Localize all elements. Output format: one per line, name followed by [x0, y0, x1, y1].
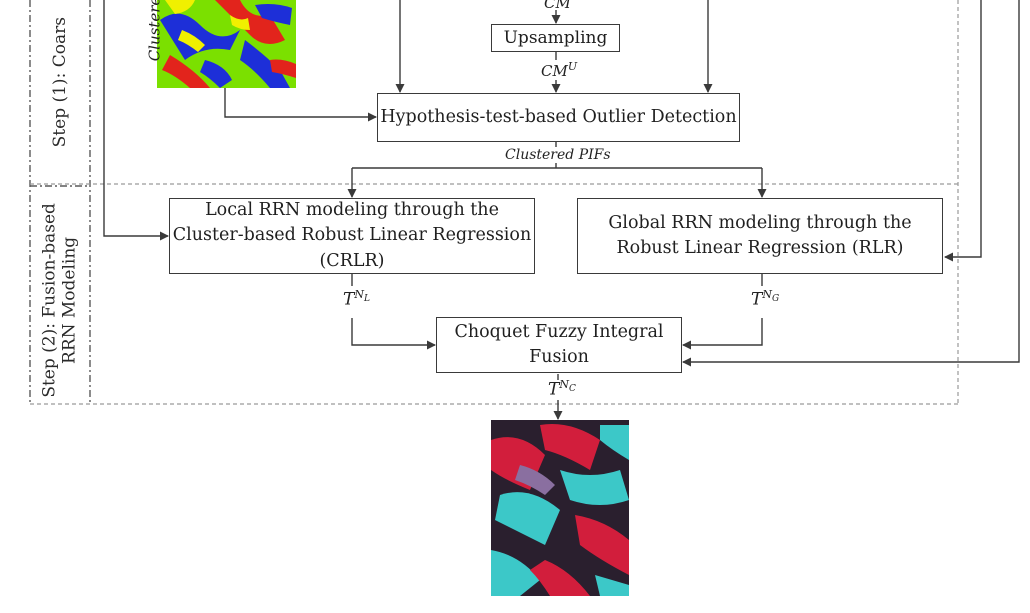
step-2-line2: RRN Modeling	[60, 236, 80, 364]
step-1-label: Step (1): Coars	[49, 17, 70, 148]
step-2-label: Step (2): Fusion-based RRN Modeling	[40, 180, 81, 420]
local-rrn-line2: Cluster-based Robust Linear Regression (…	[172, 225, 532, 271]
normalized-output-image	[491, 420, 629, 596]
global-rrn-line2: Robust Linear Regression (RLR)	[616, 238, 904, 258]
upsampling-box: Upsampling	[491, 24, 620, 52]
clustered-image-label: Clustere	[145, 0, 164, 62]
cmu-label: CMU	[541, 60, 578, 80]
global-rrn-line1: Global RRN modeling through the	[608, 212, 912, 233]
clustered-pifs-label: Clustered PIFs	[503, 147, 613, 163]
local-rrn-line1: Local RRN modeling through the	[205, 199, 499, 220]
clustered-map-image	[157, 0, 296, 88]
step-2-line1: Step (2): Fusion-based	[39, 203, 60, 398]
outlier-detection-box: Hypothesis-test-based Outlier Detection	[377, 93, 740, 142]
connectors	[103, 0, 1020, 420]
t-fusion-label: TNC	[548, 378, 576, 400]
cm-label: CM	[544, 0, 571, 12]
local-rrn-model-box: Local RRN modeling through the Cluster-b…	[169, 198, 535, 274]
t-global-label: TNG	[751, 288, 780, 310]
step-section-borders	[29, 0, 959, 405]
global-rrn-model-box: Global RRN modeling through the Robust L…	[577, 198, 943, 274]
choquet-fusion-box: Choquet Fuzzy Integral Fusion	[436, 317, 682, 373]
t-local-label: TNL	[343, 288, 370, 310]
